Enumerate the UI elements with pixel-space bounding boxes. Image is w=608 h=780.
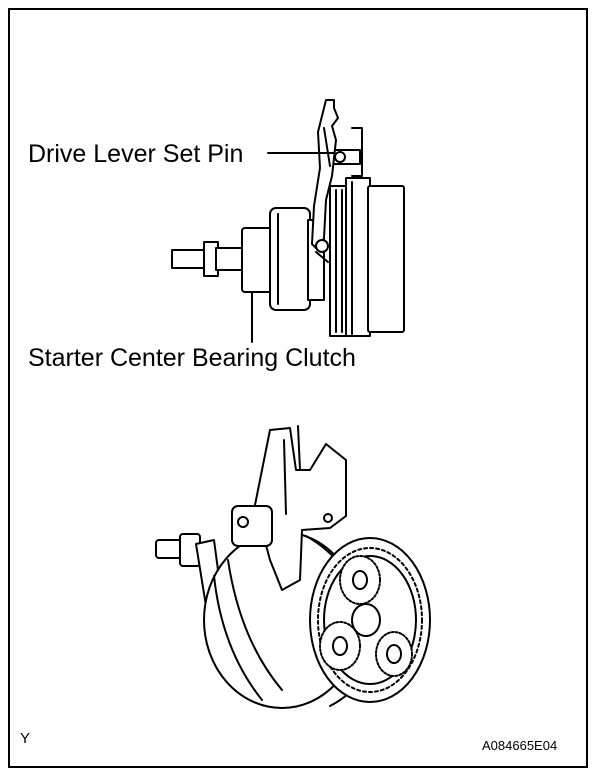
shaft [171,241,245,277]
side-view-assembly [171,99,405,337]
drive-lever-set-pin-label: Drive Lever Set Pin [28,140,244,168]
bearing-clutch [241,207,325,311]
corner-code: Y [20,730,31,747]
figure-id: A084665E04 [482,738,558,753]
lever-bracket [331,127,363,177]
planetary-gears [319,555,413,677]
starter-center-bearing-clutch-label: Starter Center Bearing Clutch [28,344,356,372]
shift-fork [231,425,347,591]
drive-lever [311,99,339,263]
perspective-view-assembly [155,425,431,709]
gear-housing [329,177,405,337]
